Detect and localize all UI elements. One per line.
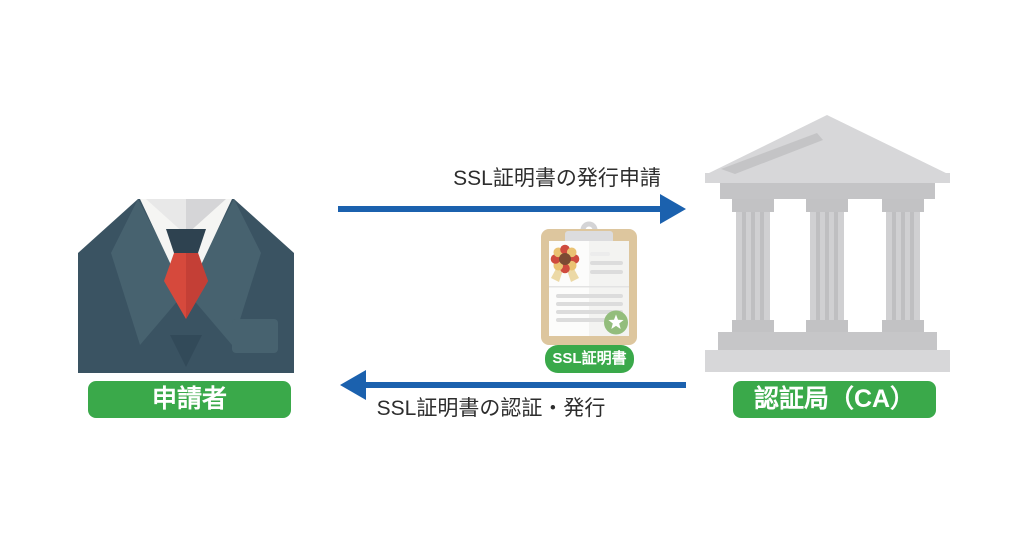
- request-arrow-head-icon: [660, 194, 686, 224]
- issue-arrow-shaft: [364, 382, 686, 388]
- issue-arrow-head-icon: [340, 370, 366, 400]
- award-rosette-icon: [550, 244, 580, 282]
- certificate-clipboard-icon: [541, 221, 637, 345]
- issue-flow-label: SSL証明書の認証・発行: [376, 397, 606, 420]
- bank-building-icon: [705, 115, 950, 372]
- column-left: [732, 199, 774, 332]
- request-flow-label: SSL証明書の発行申請: [453, 167, 661, 190]
- star-seal-icon: [604, 310, 628, 335]
- businessman-suit-icon: [78, 199, 294, 373]
- request-arrow-shaft: [338, 206, 662, 212]
- applicant-badge: 申請者: [88, 381, 291, 418]
- column-right: [882, 199, 924, 332]
- column-middle: [806, 199, 848, 332]
- ca-badge: 認証局（CA）: [733, 381, 936, 418]
- certificate-badge: SSL証明書: [545, 345, 634, 373]
